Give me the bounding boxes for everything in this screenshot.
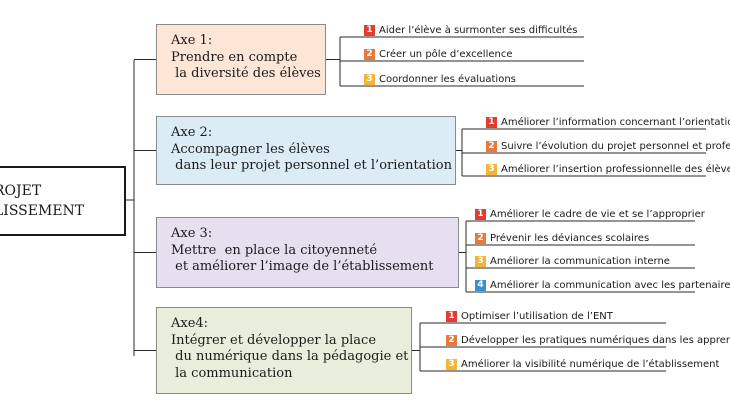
axe-1-item-3: 3 Coordonner les évaluations [364,72,516,86]
root-node: ROJET LISSEMENT [0,166,126,236]
axe-1-bracket [326,37,341,86]
axe-3-item-2: 2 Prévenir les déviances scolaires [475,231,649,245]
item-text: Suivre l’évolution du projet personnel e… [501,140,730,152]
item-text: Améliorer la communication avec les part… [490,279,730,291]
number-badge-icon: 3 [486,163,497,175]
number-badge-icon: 1 [364,24,375,36]
axe-2-box: Axe 2: Accompagner les élèves dans leur … [156,116,456,185]
axe-3-item-1: 1 Améliorer le cadre de vie et se l’appro… [475,207,705,221]
axe-4-item-1: 1 Optimiser l’utilisation de l’ENT [446,309,613,323]
number-badge-icon: 2 [475,232,486,244]
axe-1-item-2: 2 Créer un pôle d’excellence [364,47,513,61]
axe-4-item-2: 2 Développer les pratiques numériques dan… [446,333,730,347]
item-text: Créer un pôle d’excellence [379,48,513,60]
item-text: Prévenir les déviances scolaires [490,232,650,244]
item-text: Améliorer le cadre de vie et se l’approp… [490,208,705,220]
item-text: Améliorer la visibilité numérique de l’é… [461,358,720,370]
axe-3-item-4: 4 Améliorer la communication avec les par… [475,278,730,292]
root-line-2: LISSEMENT [0,203,85,219]
number-badge-icon: 1 [446,310,457,322]
number-badge-icon: 2 [364,48,375,60]
root-line-1: ROJET [0,183,42,199]
axe-3-box: Axe 3: Mettre en place la citoyenneté et… [156,217,459,288]
item-text: Coordonner les évaluations [379,73,516,85]
root-trunk-line [126,60,135,356]
axe-2-item-3: 3 Améliorer l’insertion professionnelle d… [486,162,730,176]
axe-2-bracket [456,129,463,176]
item-text: Optimiser l’utilisation de l’ENT [461,310,613,322]
number-badge-icon: 3 [475,255,486,267]
number-badge-icon: 2 [446,334,457,346]
number-badge-icon: 4 [475,279,486,291]
number-badge-icon: 3 [364,73,375,85]
axe-1-box: Axe 1: Prendre en compte la diversité de… [156,24,326,95]
axe-2-item-1: 1 Améliorer l’information concernant l’or… [486,115,730,129]
item-text: Améliorer la communication interne [490,255,670,267]
axe-2-item-2: 2 Suivre l’évolution du projet personnel … [486,139,730,153]
axe-4-bracket [412,323,421,371]
number-badge-icon: 2 [486,140,497,152]
axe-3-item-3: 3 Améliorer la communication interne [475,254,670,268]
axe-3-bracket [459,221,467,292]
number-badge-icon: 1 [486,116,497,128]
item-text: Aider l’élève à surmonter ses difficulté… [379,24,578,36]
axe-4-box: Axe4: Intégrer et développer la place du… [156,307,412,394]
item-text: Développer les pratiques numériques dans… [461,334,730,346]
item-text: Améliorer l’information concernant l’ori… [501,116,730,128]
number-badge-icon: 3 [446,358,457,370]
item-text: Améliorer l’insertion professionnelle de… [501,163,730,175]
axe-1-item-1: 1 Aider l’élève à surmonter ses difficult… [364,23,578,37]
axe-4-item-3: 3 Améliorer la visibilité numérique de l’… [446,357,719,371]
number-badge-icon: 1 [475,208,486,220]
